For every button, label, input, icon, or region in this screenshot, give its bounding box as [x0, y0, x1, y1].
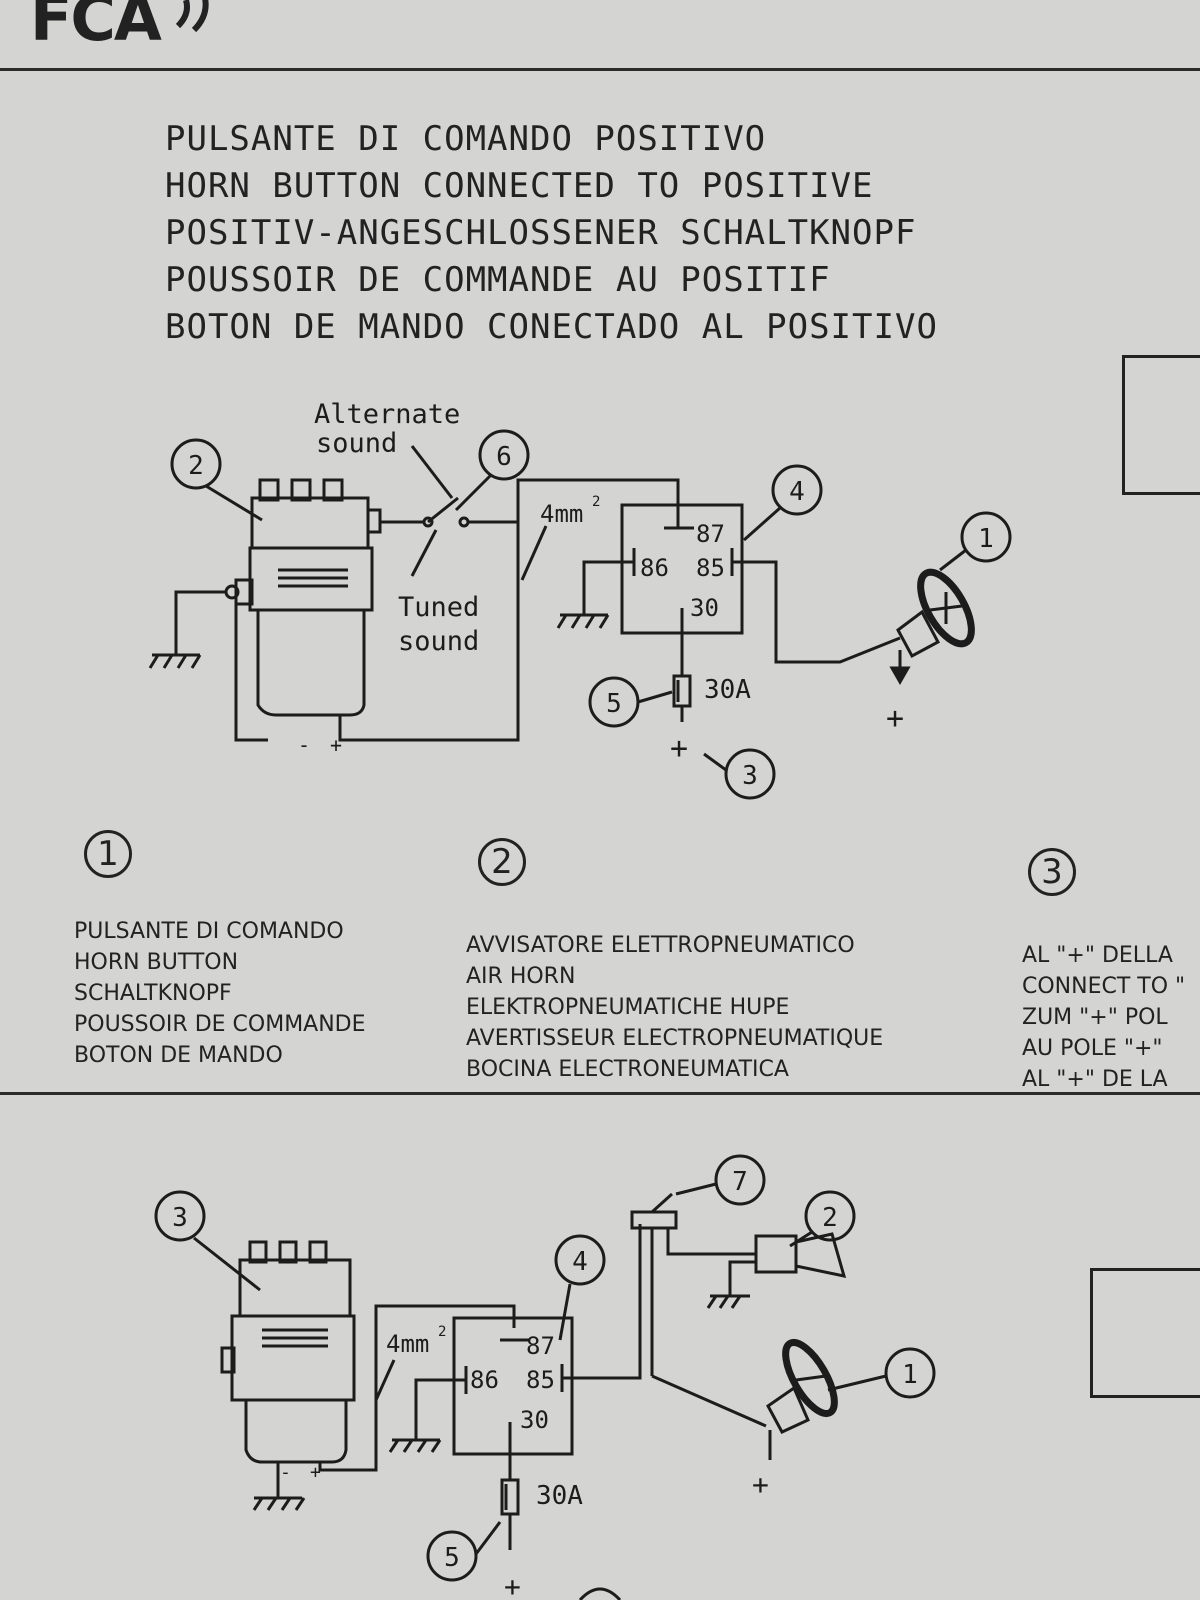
- callout-4: 4: [572, 1247, 588, 1277]
- logo-waves-icon: [175, 0, 209, 33]
- edge-box-bottom: [1090, 1268, 1200, 1398]
- callout-5: 5: [606, 689, 622, 719]
- relay-box: [452, 1316, 574, 1456]
- callout-1: 1: [978, 524, 994, 554]
- wiring-diagram-2: 4mm 2 87 86 85 30 30A + + - + 3 4 7 2 1 …: [154, 1154, 936, 1600]
- relay-pin-85: 85: [526, 1366, 555, 1394]
- button-plus-label: +: [886, 701, 904, 736]
- relay-pin-30: 30: [520, 1406, 549, 1434]
- legend-battery: AL "+" DELLA CONNECT TO " ZUM "+" POL AU…: [1022, 940, 1185, 1095]
- legend-1-line: POUSSOIR DE COMMANDE: [74, 1012, 366, 1037]
- relay-pin-87: 87: [696, 520, 725, 548]
- callout-7: 7: [732, 1167, 748, 1197]
- title-block: PULSANTE DI COMANDO POSITIVO HORN BUTTON…: [165, 116, 938, 351]
- legend-3-line: AU POLE "+": [1022, 1036, 1163, 1061]
- tuned-label: Tuned: [398, 592, 479, 623]
- horn-button-steering-wheel: [766, 1338, 838, 1460]
- edge-box-top: [1122, 355, 1200, 495]
- alternate-sound-label: sound: [316, 428, 397, 459]
- title-line-de: POSITIV-ANGESCHLOSSENER SCHALTKNOPF: [165, 213, 917, 253]
- legend-3-line: AL "+" DELLA: [1022, 943, 1173, 968]
- callout-4: 4: [789, 477, 805, 507]
- air-horn-compressor: [224, 478, 382, 717]
- legend-horn-button: PULSANTE DI COMANDO HORN BUTTON SCHALTKN…: [74, 916, 366, 1071]
- relay-pin-85: 85: [696, 554, 725, 582]
- fca-logo: FCA: [30, 0, 162, 55]
- horn-plus-terminal: +: [330, 733, 342, 757]
- tuned-sound-label: sound: [398, 626, 479, 657]
- button-plus-label: +: [752, 1468, 769, 1501]
- title-line-it: PULSANTE DI COMANDO POSITIVO: [165, 119, 767, 159]
- wire-size-sup: 2: [592, 494, 600, 510]
- legend-number-3: 3: [1028, 848, 1076, 896]
- fuse-rating-label: 30A: [704, 675, 751, 705]
- callout-3: 3: [172, 1203, 188, 1233]
- horn-plus-terminal: +: [310, 1462, 321, 1483]
- wire-size-sup: 2: [438, 1324, 446, 1340]
- callout-5: 5: [444, 1543, 460, 1573]
- legend-3-line: AL "+" DE LA: [1022, 1067, 1168, 1092]
- battery-plus-label: +: [504, 1570, 521, 1600]
- horn-button-steering-wheel: [889, 568, 975, 686]
- battery-plus-label: +: [670, 731, 688, 766]
- legend-1-line: HORN BUTTON: [74, 950, 239, 975]
- legend-1-line: BOTON DE MANDO: [74, 1043, 283, 1068]
- relay-pin-86: 86: [470, 1366, 499, 1394]
- legend-2-line: BOCINA ELECTRONEUMATICA: [466, 1057, 789, 1082]
- legend-3-line: ZUM "+" POL: [1022, 1005, 1168, 1030]
- callout-3: 3: [742, 761, 758, 791]
- wire-size-label: 4mm: [540, 500, 583, 528]
- title-line-fr: POUSSOIR DE COMMANDE AU POSITIF: [165, 260, 831, 300]
- callout-1: 1: [902, 1360, 918, 1390]
- horn-minus-terminal: -: [298, 733, 310, 757]
- legend-2-line: AVVISATORE ELETTROPNEUMATICO: [466, 933, 855, 958]
- wiring-diagram-1: Alternate sound Tuned sound 4mm 2 87 86 …: [148, 399, 1012, 800]
- relay-pin-30: 30: [690, 594, 719, 622]
- legend-number-1: 1: [84, 830, 132, 878]
- legend-3-line: CONNECT TO ": [1022, 974, 1186, 999]
- relay-pin-86: 86: [640, 554, 669, 582]
- legend-2-line: ELEKTROPNEUMATICHE HUPE: [466, 995, 790, 1020]
- legend-air-horn: AVVISATORE ELETTROPNEUMATICO AIR HORN EL…: [466, 930, 883, 1085]
- callout-2: 2: [188, 451, 204, 481]
- horn-minus-terminal: -: [280, 1462, 291, 1483]
- legend-1-line: PULSANTE DI COMANDO: [74, 919, 344, 944]
- legend-2-line: AIR HORN: [466, 964, 576, 989]
- title-line-es: BOTON DE MANDO CONECTADO AL POSITIVO: [165, 307, 938, 347]
- legend-2-line: AVERTISSEUR ELECTROPNEUMATIQUE: [466, 1026, 884, 1051]
- callout-6: 6: [496, 442, 512, 472]
- alternate-label: Alternate: [314, 399, 460, 430]
- relay-pin-87: 87: [526, 1332, 555, 1360]
- legend-1-line: SCHALTKNOPF: [74, 981, 232, 1006]
- air-horn-compressor: [220, 1240, 356, 1464]
- title-line-en: HORN BUTTON CONNECTED TO POSITIVE: [165, 166, 874, 206]
- header-rule: [0, 68, 1200, 71]
- legend-number-2: 2: [478, 838, 526, 886]
- callout-2: 2: [822, 1203, 838, 1233]
- section-rule: [0, 1092, 1200, 1095]
- wire-size-label: 4mm: [386, 1330, 429, 1358]
- fuse-rating-label: 30A: [536, 1481, 583, 1511]
